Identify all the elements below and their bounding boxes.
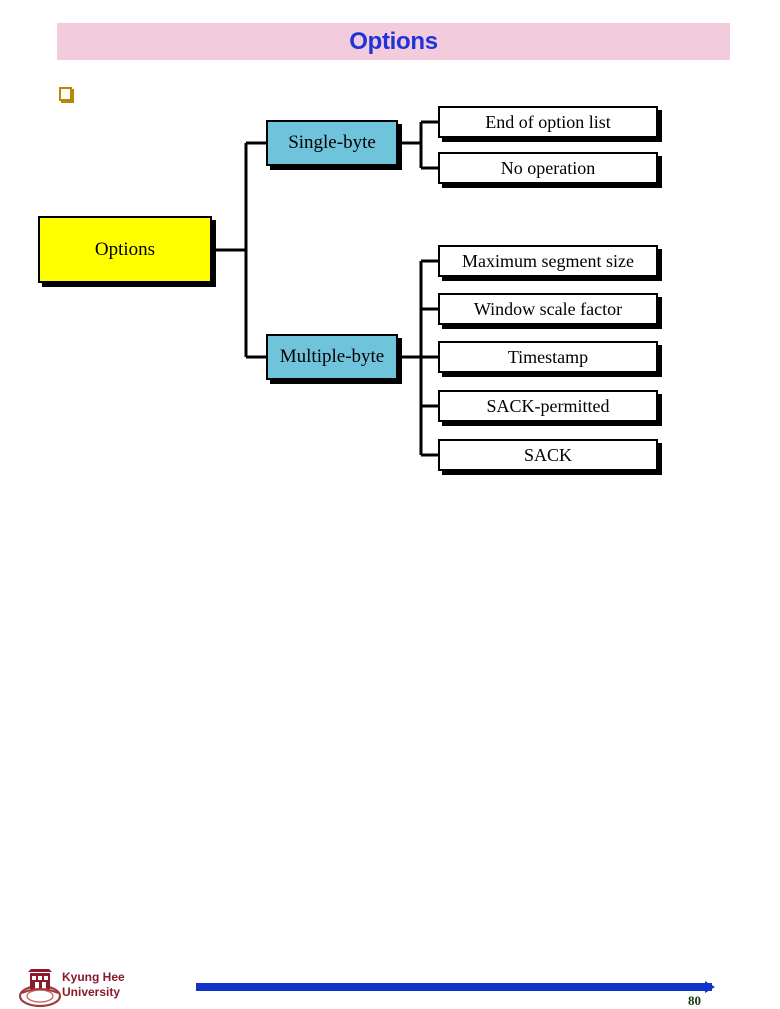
tree-leaf-window-scale-factor: Window scale factor [438,293,658,325]
tree-node-label: End of option list [485,111,611,132]
tree-leaf-maximum-segment-size: Maximum segment size [438,245,658,277]
footer-divider-bar [196,983,712,991]
tree-node-label: SACK [523,444,572,465]
tree-leaf-sack-permitted: SACK-permitted [438,390,658,422]
page-number: 80 [688,993,701,1008]
tree-node-single-byte: Single-byte [266,120,398,166]
tree-node-label: No operation [500,157,596,178]
tree-node-label: SACK-permitted [486,395,610,416]
tree-node-label: Single-byte [288,132,376,153]
footer-divider-arrow-icon [705,981,715,993]
footer-university-name: Kyung Hee University [62,970,182,1000]
tree-node-label: Maximum segment size [462,250,634,271]
tree-node-label: Multiple-byte [279,346,385,367]
footer-university-line-2: University [62,985,121,999]
tree-node-label: Window scale factor [473,298,623,319]
tree-node-options-root: Options [38,216,212,283]
kyung-hee-crest-logo [18,969,62,1008]
tree-leaf-sack: SACK [438,439,658,471]
tree-node-label: Options [94,238,156,260]
page-title: Options [349,28,438,55]
tree-leaf-timestamp: Timestamp [438,341,658,373]
hollow-square-bullet-icon [59,87,72,101]
tree-node-multiple-byte: Multiple-byte [266,334,398,380]
tree-leaf-no-operation: No operation [438,152,658,184]
options-tree-diagram: Options Single-byte Multiple-byte End of… [0,0,780,480]
slide-footer: Kyung Hee University 80 [0,480,780,1008]
tree-node-label: Timestamp [507,346,589,367]
tree-leaf-end-of-option-list: End of option list [438,106,658,138]
tree-connector-lines [216,120,438,457]
slide-title-bar: Options [57,23,730,60]
footer-university-line-1: Kyung Hee [62,970,125,984]
